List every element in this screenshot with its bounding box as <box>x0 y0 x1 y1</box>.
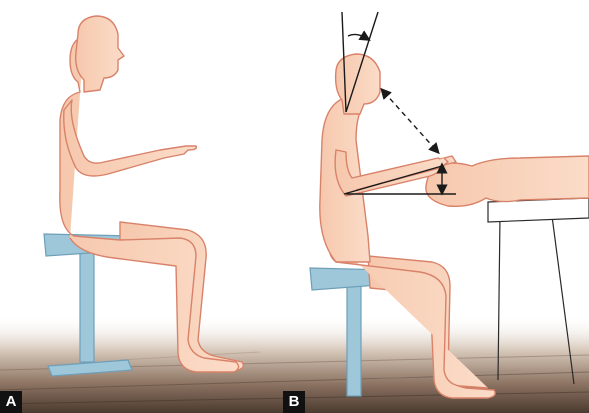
panel-label-b: B <box>283 391 305 413</box>
working-distance-arrow <box>384 92 436 150</box>
reclined-patient <box>426 156 589 206</box>
head-tilt-angle-arrow <box>348 34 366 38</box>
panel-label-a: A <box>0 391 22 413</box>
